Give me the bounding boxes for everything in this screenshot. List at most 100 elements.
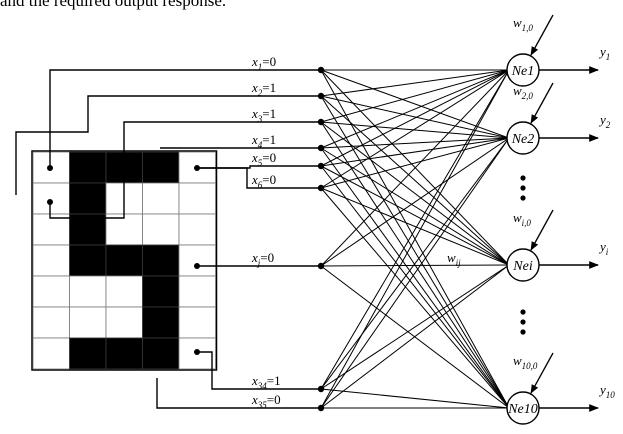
input-label-value: =1 xyxy=(262,106,276,121)
pixel-cell-4-3 xyxy=(142,275,180,308)
pixel-cell-5-4 xyxy=(178,306,216,339)
pixel-tap-dot xyxy=(194,263,200,269)
output-label-ne1: y1 xyxy=(598,44,610,62)
output-label-base: y xyxy=(598,239,606,254)
connection-x6-nei xyxy=(320,187,510,266)
input-label-sub: 2 xyxy=(258,88,263,98)
pixel-tap-dot xyxy=(194,349,200,355)
neuron-ne1 xyxy=(506,53,540,87)
connection-x34-nei xyxy=(320,264,510,390)
wire-x1 xyxy=(49,69,321,168)
input-label-value: =0 xyxy=(260,250,274,265)
neuron-label-suffix: 10 xyxy=(524,402,538,417)
bias-arrow-ne10 xyxy=(530,352,554,394)
connection-xj-ne1 xyxy=(320,69,510,267)
pixel-cell-3-4 xyxy=(178,244,216,277)
connection-x5-nei xyxy=(320,165,510,266)
label-layer: y1w1,0y2w2,0yiwi,0y10w10,0x1=0x2=1x3=1x4… xyxy=(251,15,615,410)
input-label-value: =0 xyxy=(262,150,276,165)
input-label-sub: 34 xyxy=(257,381,268,391)
weight-label-sub: ij xyxy=(456,258,462,268)
bias-label-base: w xyxy=(513,353,522,368)
input-label-value: =1 xyxy=(267,373,281,388)
input-label-base: x xyxy=(251,250,258,265)
wire-x34 xyxy=(197,351,321,390)
ellipsis-dot xyxy=(520,319,526,325)
pixel-cell-2-1 xyxy=(69,213,107,246)
input-label-x34: x34=1 xyxy=(251,373,281,391)
pixel-cell-5-2 xyxy=(105,306,143,339)
ellipsis-dot xyxy=(520,175,526,181)
neuron-label-suffix: i xyxy=(529,259,533,274)
weight-connections xyxy=(317,66,510,412)
bias-arrow-ne1 xyxy=(530,14,554,56)
pixel-cell-4-1 xyxy=(69,275,107,308)
caption-fragment: and the required output response. xyxy=(0,0,227,10)
output-label-ne10: y10 xyxy=(598,382,615,400)
input-label-base: x xyxy=(251,54,258,69)
pixel-cell-3-1 xyxy=(69,244,107,277)
bias-label-nei: wi,0 xyxy=(513,210,531,228)
pixel-tap-dot xyxy=(194,165,200,171)
wire-x3 xyxy=(49,121,321,219)
input-label-sub: 1 xyxy=(258,62,263,72)
connection-x6-ne2 xyxy=(320,137,510,189)
pixel-cell-4-2 xyxy=(105,275,143,308)
pixel-cell-6-1 xyxy=(69,337,107,370)
input-label-value: =1 xyxy=(262,80,276,95)
output-label-sub: 10 xyxy=(606,390,616,400)
input-node-x35 xyxy=(317,404,325,412)
pixel-cell-1-1 xyxy=(69,182,107,215)
bias-label-sub: 1,0 xyxy=(522,23,534,33)
connection-x34-ne10 xyxy=(320,388,510,409)
connection-x2-ne10 xyxy=(320,95,510,409)
input-label-xj: xj=0 xyxy=(251,250,274,268)
pixel-cell-2-0 xyxy=(32,213,70,246)
bias-label-base: w xyxy=(513,210,522,225)
connection-x4-ne10 xyxy=(320,147,510,409)
connection-x35-nei xyxy=(320,264,510,409)
connection-x5-ne2 xyxy=(320,137,510,167)
input-label-base: x xyxy=(251,106,258,121)
ellipsis-dot xyxy=(520,185,526,191)
neuron-label-suffix: 2 xyxy=(527,132,534,147)
output-label-nei: yi xyxy=(598,239,609,257)
output-label-sub: 2 xyxy=(606,120,611,130)
pixel-tap-dot xyxy=(47,165,53,171)
pixel-cell-6-2 xyxy=(105,337,143,370)
connection-x34-ne2 xyxy=(320,137,510,390)
ellipsis-dot xyxy=(520,329,526,335)
input-node-xj xyxy=(317,262,325,270)
pixel-cell-3-0 xyxy=(32,244,70,277)
pixel-cell-2-3 xyxy=(142,213,180,246)
connection-x2-ne2 xyxy=(320,95,510,139)
input-label-base: x xyxy=(251,392,258,407)
input-label-x1: x1=0 xyxy=(251,54,276,72)
output-label-base: y xyxy=(598,44,606,59)
wire-x35 xyxy=(156,378,321,409)
bias-label-sub: 2,0 xyxy=(522,91,534,101)
connection-x3-ne2 xyxy=(320,121,510,139)
connection-xj-ne2 xyxy=(320,137,510,267)
wire-x6 xyxy=(197,167,321,189)
neuron-label-ne1: Ne1 xyxy=(511,64,535,79)
pixel-cell-2-4 xyxy=(178,213,216,246)
input-label-sub: 3 xyxy=(257,114,263,124)
neuron-label-base: Ne xyxy=(507,402,524,417)
bias-label-base: w xyxy=(513,83,522,98)
connection-x35-ne1 xyxy=(320,69,510,409)
input-label-sub: j xyxy=(257,258,261,268)
input-label-x35: x35=0 xyxy=(251,392,281,410)
pixel-cell-3-3 xyxy=(142,244,180,277)
bias-label-base: w xyxy=(513,15,522,30)
connection-x4-ne2 xyxy=(320,137,510,149)
input-node-x2 xyxy=(317,92,325,100)
input-node-x6 xyxy=(317,184,325,192)
pixel-cell-6-3 xyxy=(142,337,180,370)
connection-x2-ne1 xyxy=(320,69,510,97)
neuron-label-ne2: Ne2 xyxy=(511,132,535,147)
bias-label-ne10: w10,0 xyxy=(513,353,538,371)
connection-x1-ne2 xyxy=(320,69,510,139)
neuron-ne2 xyxy=(506,121,540,155)
